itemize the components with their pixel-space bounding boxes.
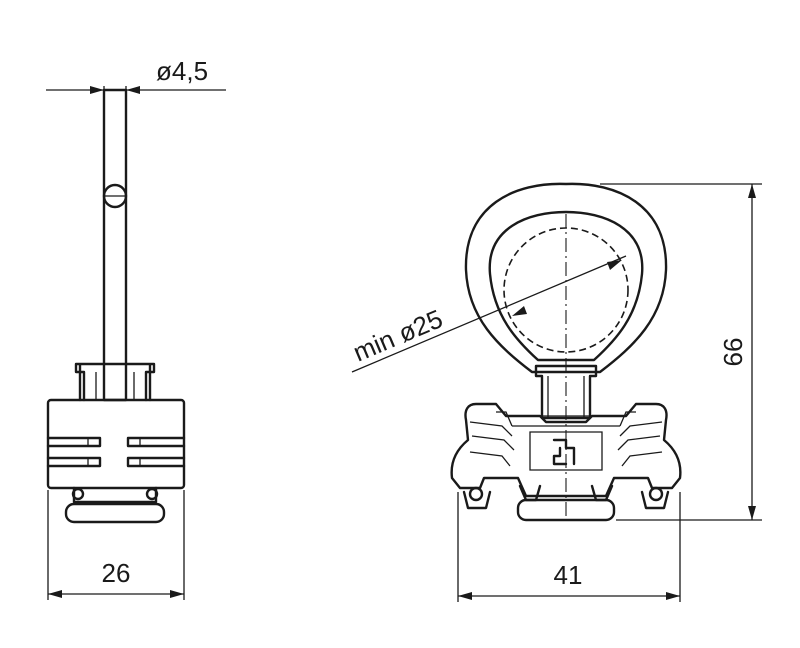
front-view-base	[450, 402, 682, 498]
side-view-body	[46, 398, 186, 490]
side-view-foot	[64, 486, 166, 524]
side-view: ø4,5 26	[46, 56, 226, 600]
side-view-pin	[102, 88, 128, 402]
label-height: 66	[718, 338, 748, 367]
label-side-width: 26	[102, 558, 131, 588]
dimension-side-width: 26	[47, 490, 185, 600]
dimension-pin-diameter: ø4,5	[46, 56, 226, 96]
label-ring-min-diameter: min ø25	[349, 303, 447, 367]
label-front-width: 41	[554, 560, 583, 590]
dimension-ring-diameter: min ø25	[349, 255, 627, 373]
front-view: min ø25 66 41	[349, 182, 762, 602]
side-view-collar	[74, 362, 156, 402]
front-view-feet	[462, 484, 670, 522]
dimension-front-width: 41	[457, 492, 681, 602]
label-pin-diameter: ø4,5	[156, 56, 208, 86]
dimension-height: 66	[600, 183, 762, 521]
